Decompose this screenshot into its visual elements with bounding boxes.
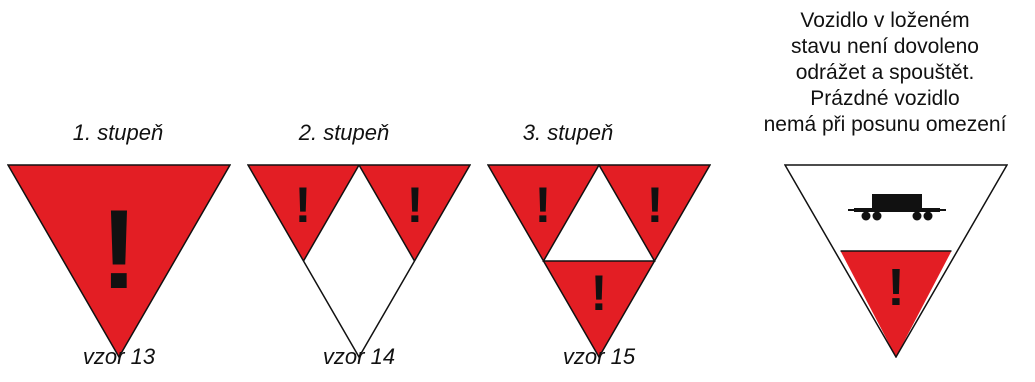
sign-1-triangle <box>7 164 231 358</box>
sign-2-left-exclamation: ! <box>295 177 312 233</box>
caption-vzor-15: vzor 15 <box>562 344 636 369</box>
sign-3-bottom-exclamation: ! <box>591 265 608 321</box>
note-line: nemá při posunu omezení <box>763 113 1007 136</box>
sign-2-left-red-triangle <box>248 165 359 261</box>
sign-loaded-wagon: ! <box>784 164 1008 358</box>
sign-3-right-exclamation: ! <box>647 177 664 233</box>
sign-2-outline <box>247 164 471 358</box>
sign-level-3: ! ! ! <box>487 164 711 358</box>
caption-level-3: 3. stupeň <box>522 120 614 145</box>
note-line: Vozidlo v loženém <box>800 9 970 32</box>
note-line: stavu není dovoleno <box>791 35 979 58</box>
sign-3-left-exclamation: ! <box>535 177 552 233</box>
caption-vzor-13: vzor 13 <box>82 344 156 369</box>
note-line: odrážet a spouštět. <box>795 61 975 84</box>
sign-3-outline <box>487 164 711 358</box>
note-line: Prázdné vozidlo <box>810 87 960 110</box>
sign-2-right-red-triangle <box>359 165 470 261</box>
sign-level-2: ! ! <box>247 164 471 358</box>
sign-4-note: Vozidlo v loženém stavu není dovoleno od… <box>740 8 1030 138</box>
sign-2-right-exclamation: ! <box>407 177 424 233</box>
sign-3-white-center-triangle <box>542 164 656 262</box>
caption-level-1: 1. stupeň <box>72 120 164 145</box>
sign-4-red-bottom <box>840 251 952 357</box>
caption-level-2: 2. stupeň <box>298 120 390 145</box>
loaded-wagon-icon <box>848 194 946 221</box>
sign-level-1: ! <box>7 164 231 358</box>
caption-vzor-14: vzor 14 <box>322 344 396 369</box>
sign-4-outline <box>784 164 1008 358</box>
sign-4-exclamation: ! <box>887 259 904 317</box>
sign-1-exclamation: ! <box>100 187 137 312</box>
